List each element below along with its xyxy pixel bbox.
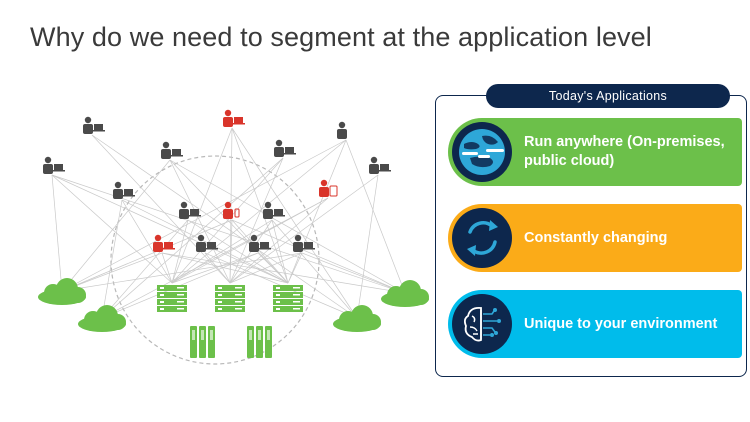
network-link: [61, 139, 347, 292]
slide-title: Why do we need to segment at the applica…: [30, 22, 652, 52]
applications-panel: Today's Applications Run anywhere (On-pr…: [435, 84, 747, 377]
user-icon: [83, 116, 105, 134]
network-link: [161, 252, 173, 284]
server-tower-icon: [247, 326, 272, 358]
network-link: [51, 174, 173, 284]
server-rack-icon: [273, 285, 303, 312]
card-unique-environment: Unique to your environment: [448, 290, 742, 358]
user-alert-icon: [319, 179, 338, 197]
card-constantly-changing: Constantly changing: [448, 204, 742, 272]
user-icon: [293, 234, 315, 252]
network-link: [171, 252, 259, 284]
network-link: [287, 139, 347, 284]
network-link: [101, 157, 284, 319]
user-icon: [249, 234, 271, 252]
network-link: [231, 219, 406, 294]
network-link: [187, 219, 289, 284]
network-link: [229, 252, 303, 284]
user-icon: [113, 181, 135, 199]
user-icon: [337, 121, 347, 139]
network-link: [51, 174, 406, 294]
network-link: [91, 134, 358, 319]
cloud-icon: [78, 305, 126, 332]
network-link: [51, 174, 289, 284]
network-link: [171, 157, 284, 284]
network-link: [161, 252, 406, 294]
network-link: [345, 139, 406, 294]
network-links: [51, 127, 406, 319]
cloud-icon: [38, 278, 86, 305]
network-link: [229, 197, 329, 284]
network-link: [271, 219, 289, 284]
card-unique-environment-label: Unique to your environment: [524, 315, 718, 332]
user-icon: [369, 156, 391, 174]
network-link: [169, 159, 406, 294]
server-rack-icon: [157, 285, 187, 312]
refresh-cycle-icon: [452, 208, 512, 268]
user-alert-icon: [223, 109, 245, 127]
user-icon: [161, 141, 183, 159]
server-rack-icon: [215, 285, 245, 312]
user-icon: [274, 139, 296, 157]
network-nodes: [38, 109, 429, 358]
network-link: [101, 199, 123, 319]
user-alert-icon: [223, 201, 240, 219]
network-link: [61, 219, 233, 292]
network-link: [171, 127, 233, 284]
network-link: [257, 252, 289, 284]
globe-icon: [452, 122, 512, 182]
network-link: [204, 252, 231, 284]
panel-header: Today's Applications: [486, 84, 730, 108]
network-diagram: [38, 109, 429, 365]
network-link: [101, 219, 189, 319]
network-link: [101, 197, 329, 319]
network-link: [229, 174, 379, 284]
network-link: [171, 219, 189, 284]
network-link: [229, 219, 233, 284]
card-run-anywhere: Run anywhere (On-premises, public cloud): [448, 118, 742, 186]
card-run-anywhere-label: Run anywhere (On-premises, public cloud): [524, 134, 725, 169]
network-link: [301, 252, 406, 294]
network-link: [61, 252, 303, 292]
user-icon: [179, 201, 201, 219]
network-link: [171, 219, 273, 284]
network-link: [287, 252, 303, 284]
network-link: [271, 219, 358, 319]
user-icon: [263, 201, 285, 219]
network-link: [51, 174, 63, 292]
network-link: [356, 174, 379, 319]
network-link: [61, 159, 171, 292]
brain-circuit-icon: [452, 294, 512, 354]
cloud-icon: [333, 305, 381, 332]
network-link: [121, 199, 173, 284]
server-tower-icon: [190, 326, 215, 358]
user-alert-icon: [153, 234, 175, 252]
user-icon: [43, 156, 65, 174]
cloud-icon: [381, 280, 429, 307]
network-link: [91, 134, 231, 284]
network-link: [231, 127, 289, 284]
network-link: [229, 157, 284, 284]
network-link: [61, 252, 163, 292]
network-link: [171, 197, 329, 284]
network-link: [231, 127, 358, 319]
user-icon: [196, 234, 218, 252]
card-constantly-changing-label: Constantly changing: [524, 229, 668, 246]
network-link: [161, 252, 289, 284]
